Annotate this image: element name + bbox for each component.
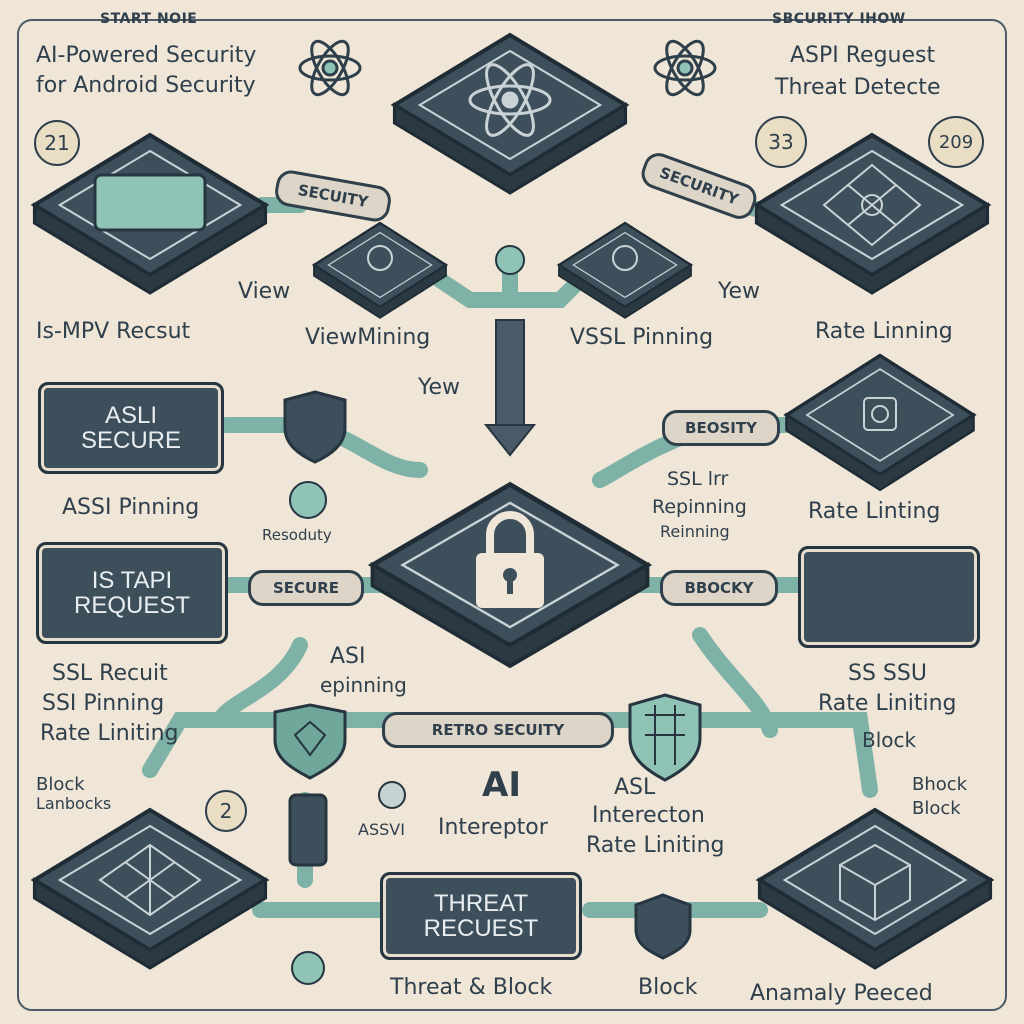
label-yew-mid: Yew [418,375,461,400]
label-ai: AI [482,765,521,805]
threat-request-line2: RECUEST [423,915,539,942]
label-asi-upper: ASI [330,644,366,669]
label-asi-pinning-left: ASSI Pinning [62,495,200,520]
eye-icon-vssl [612,245,638,271]
asli-secure-line1: ASLI [104,401,158,429]
label-bhock: Bhock [912,774,968,795]
is-tapi-line1: IS TAPI [91,566,173,594]
label-assvi: ASSVI [358,820,405,839]
label-vssl-pinning: VSSL Pinning [570,325,714,350]
swirl-icon-resoury [289,481,327,519]
right-title-line2: Threat Detecte [775,75,941,100]
label-ss-ssu: SS SSU [848,661,927,686]
eye-icon-view-mining [367,245,393,271]
secure-tag: SECURE [248,570,364,606]
lock-icon-lower-left [288,793,328,867]
label-interecton: Interecton [592,803,705,828]
label-interceptor: Intereptor [438,815,548,840]
swirl-icon-assvi [378,781,406,809]
label-threat-block: Threat & Block [390,975,553,1000]
label-block-right: Block [862,728,917,752]
label-rate-liniting-right: Rate Liniting [818,691,957,716]
security-flow-label: SBCURITY IHOW [772,11,906,27]
asli-secure-box[interactable]: ASLI SECURE [38,382,224,474]
label-rate-linting-right: Rate Linting [808,499,941,524]
atom-icon-header-right [653,39,717,97]
atom-icon-center [468,63,552,137]
asli-secure-line2: SECURE [80,427,182,454]
label-repinning: Repinning [652,496,747,518]
label-rate-liniting-center: Rate Liniting [586,833,725,858]
threat-request-box[interactable]: THREAT RECUEST [380,872,582,960]
shield-icon-left [273,703,347,780]
shield-icon-top-left [283,390,347,464]
cube-icon-bottom-right [839,843,911,922]
connector-top-right-branch [502,272,588,308]
label-resoury: Resoduty [262,526,332,544]
is-tapi-line2: REQUEST [73,592,190,619]
block-tag: BBOCKY [660,570,778,606]
title-line1: AI-Powered Security [36,43,257,68]
retro-security-tag: RETRO SECUITY [382,712,614,748]
knot-box[interactable] [798,546,980,648]
start-node-label: START NOIE [100,11,198,27]
swirl-icon-bottom [291,951,325,985]
count-badge-right-a: 33 [755,116,807,168]
label-epinning: epinning [320,673,407,697]
label-ssl-lr: SSL lrr [667,468,729,490]
label-landbocks: Lanbocks [36,794,112,813]
count-badge-left: 21 [34,120,80,166]
label-block-left: Block [36,774,85,795]
outer-frame [17,19,1007,1011]
security-tag-mid-right: BEOSITY [662,410,780,446]
threat-request-line1: THREAT [433,889,529,917]
center-arrow [483,245,537,457]
label-is-mpv: Is-MPV Recsut [36,319,191,344]
label-rate-liniting-left: Rate Liniting [40,721,179,746]
count-badge-right-b: 209 [928,116,984,168]
shield-icon-bottom-center [634,893,692,960]
label-ssl-pinning: SSI Pinning [42,691,165,716]
label-block-bottom: Block [638,975,698,1000]
lock-icon [476,511,544,608]
title-line2: for Android Security [36,73,256,98]
count-badge-bottom-left: 2 [205,790,247,832]
is-tapi-request-box[interactable]: IS TAPI REQUEST [36,542,228,644]
label-yew-top: Yew [718,279,761,304]
connector-top-left-branch [432,257,518,308]
label-asl: ASL [614,775,656,800]
label-anomaly: Anamaly Peeced [750,981,933,1006]
label-block-rr: Block [912,798,961,819]
right-title-line1: ASPI Reguest [790,43,936,68]
label-repinning-b: Reinning [660,522,730,541]
label-ssl-recuit: SSL Recuit [52,661,168,686]
label-view: View [238,279,291,304]
shield-icon-right [628,693,702,782]
network-icon-top-right [822,163,922,247]
network-icon-bottom-left [98,843,202,917]
atom-icon-header-left [298,39,362,97]
target-icon-rate-linning [863,397,897,431]
label-rate-linning: Rate Linning [815,319,953,344]
teal-chip [93,173,207,232]
label-view-mining: ViewMining [305,325,431,350]
